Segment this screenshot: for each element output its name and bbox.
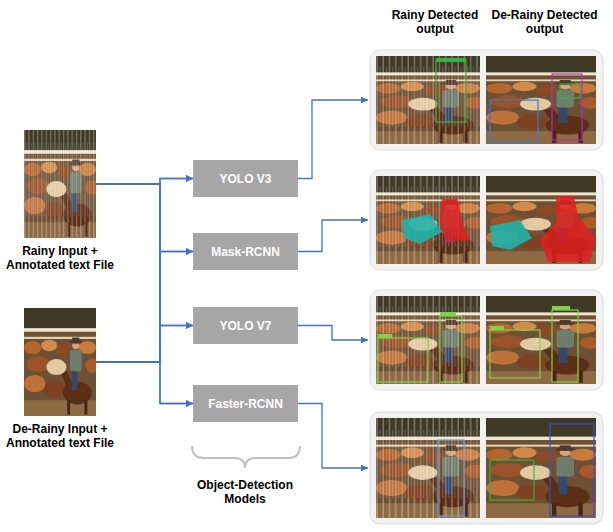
svg-part [24,130,100,238]
fasterrcnn-output [376,418,602,518]
model-name: Mask-RCNN [211,245,280,259]
svg-part [486,296,602,384]
model-box: YOLO V7 [193,307,298,344]
yolov7-output [376,296,602,384]
connector-arrow [96,184,193,252]
svg-part [24,308,100,416]
connector-arrow [96,362,193,404]
rainy-input-image [24,130,100,238]
column-header: Rainy Detected output [380,8,490,36]
svg-part [378,338,428,382]
svg-part [376,176,480,264]
svg-part [550,424,594,516]
svg-part [552,310,578,382]
svg-part [436,58,466,62]
svg-part [440,312,456,316]
svg-part [370,290,603,390]
maskrcnn-output [376,176,602,264]
group-brace [192,446,300,468]
derainy-input-image [24,308,100,416]
column-header: De-Rainy Detected output [487,8,602,36]
model-name: YOLO V7 [219,319,271,333]
svg-part [298,220,368,252]
connector-arrow [96,184,193,326]
svg-part [440,316,462,382]
svg-part [376,418,485,518]
svg-part [436,60,466,122]
model-box: YOLO V3 [193,160,298,197]
svg-part [376,296,480,384]
svg-part [376,296,485,384]
yolov3-output [376,56,602,144]
model-box: Mask-RCNN [193,233,298,270]
svg-part [298,326,368,341]
svg-part [486,176,602,264]
image-frame [24,308,96,416]
input-caption: Rainy Input + Annotated text File [2,244,118,272]
svg-part [486,418,602,518]
svg-part [490,220,532,250]
svg-part [370,50,603,150]
svg-part [552,74,582,140]
svg-part [402,214,442,244]
input-caption: De-Rainy Input + Annotated text File [2,422,118,450]
input-image-node: Rainy Input + Annotated text File [2,130,118,272]
svg-part [376,56,485,144]
svg-part [552,306,570,310]
svg-part [376,418,480,518]
svg-part [438,440,464,516]
connector-arrow [96,184,193,404]
output-panels [370,50,603,524]
svg-part [24,130,96,238]
image-frame [24,130,96,238]
model-box: Faster-RCNN [193,385,298,422]
output-arrows [298,100,368,468]
svg-part [490,326,504,330]
svg-part [440,199,470,242]
input-image-node: De-Rainy Input + Annotated text File [2,308,118,450]
connector-arrow [96,326,193,363]
svg-part [378,334,392,338]
svg-part [490,100,538,142]
svg-part [490,330,540,378]
svg-part [540,196,596,262]
svg-part [560,84,580,98]
svg-part [298,404,368,469]
svg-part [376,176,485,264]
svg-part [298,100,368,179]
svg-part [486,56,602,144]
connector-arrow [96,179,193,185]
svg-part [376,56,480,144]
svg-part [370,412,603,524]
svg-part [490,460,534,500]
model-name: Faster-RCNN [208,397,283,411]
group-label: Object-Detection Models [190,478,300,506]
svg-part [370,170,603,270]
model-name: YOLO V3 [219,172,271,186]
